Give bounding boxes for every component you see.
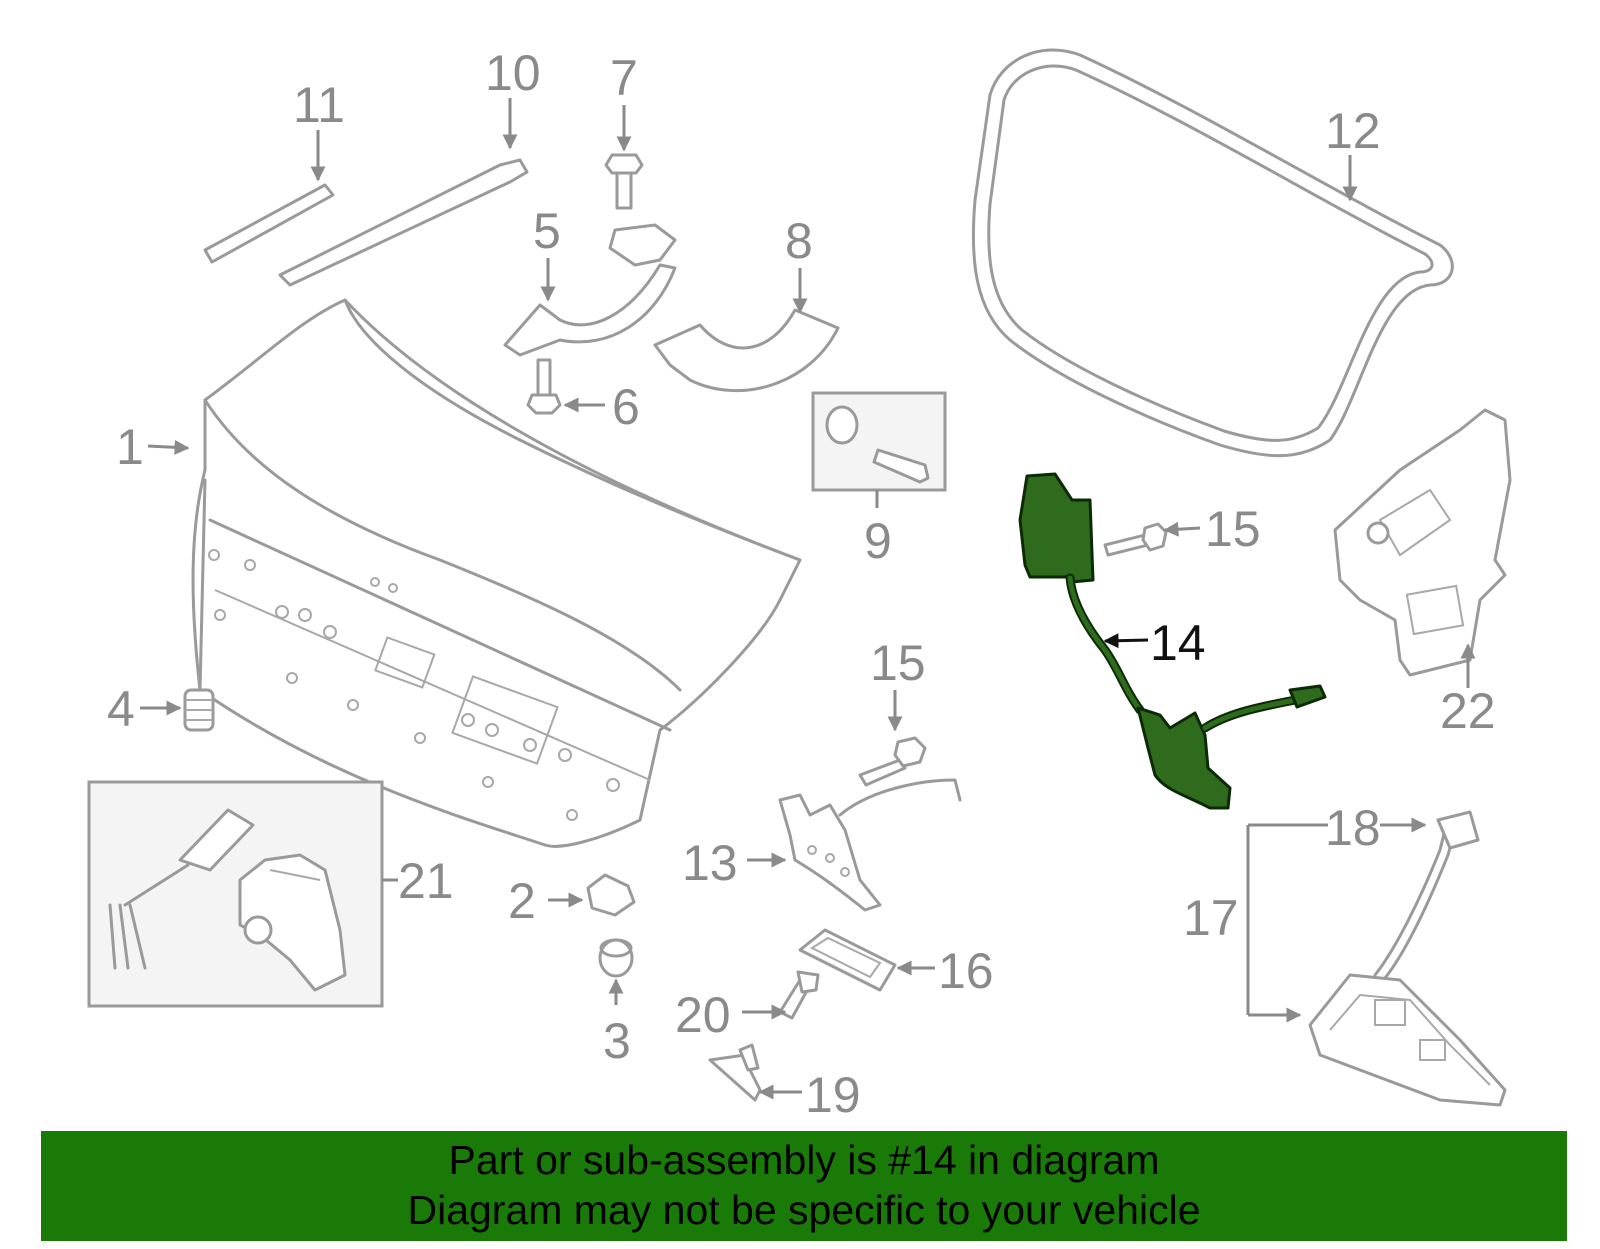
info-banner: Part or sub-assembly is #14 in diagram D… (41, 1131, 1567, 1241)
parts-diagram: 1 2 3 4 5 6 7 8 9 10 11 12 13 14 15 15 1… (87, 45, 1512, 1123)
bumper-part-4 (183, 688, 215, 732)
callout-6: 6 (612, 379, 640, 435)
clip-part-19 (708, 1043, 762, 1102)
hinge-cover-part-8 (653, 308, 840, 393)
callout-4: 4 (107, 681, 135, 737)
callout-10: 10 (485, 45, 541, 101)
latch-part-22 (1333, 408, 1512, 677)
callout-2: 2 (508, 873, 536, 929)
bolt-part-15-upper (1103, 522, 1168, 557)
plug-part-3 (598, 938, 634, 978)
callout-18: 18 (1325, 800, 1381, 856)
callout-16: 16 (938, 943, 994, 999)
callout-13: 13 (682, 835, 738, 891)
screw-part-20 (778, 970, 820, 1020)
bolt-part-7 (604, 153, 644, 210)
switch-assembly-part-17 (1308, 973, 1507, 1107)
callout-1: 1 (116, 419, 144, 475)
lift-strut-part-11 (203, 183, 335, 264)
callout-19: 19 (805, 1067, 861, 1123)
callout-15-lower: 15 (870, 635, 926, 691)
handle-part-16 (798, 928, 897, 992)
bumper-part-2 (586, 873, 636, 917)
callout-15-upper: 15 (1205, 501, 1261, 557)
callout-9: 9 (864, 513, 892, 569)
callout-12: 12 (1325, 103, 1381, 159)
callout-22: 22 (1440, 683, 1496, 739)
callout-3: 3 (603, 1013, 631, 1069)
callout-labels: 1 2 3 4 5 6 7 8 9 10 11 12 13 14 15 15 1… (107, 45, 1496, 1123)
wire-harness-part-18 (1373, 810, 1480, 980)
callout-17: 17 (1183, 890, 1239, 946)
bolt-part-6 (526, 358, 562, 415)
leader-lines (140, 98, 1476, 1100)
callout-8: 8 (785, 213, 813, 269)
banner-line-1: Part or sub-assembly is #14 in diagram (448, 1137, 1160, 1183)
callout-21: 21 (398, 853, 454, 909)
hinge-part-5 (503, 223, 677, 357)
fastener-kit-part-9 (811, 391, 947, 492)
callout-5: 5 (533, 203, 561, 259)
bolt-part-15-lower (858, 736, 927, 787)
banner-line-2: Diagram may not be specific to your vehi… (407, 1187, 1201, 1233)
callout-14: 14 (1150, 615, 1206, 671)
callout-11: 11 (293, 77, 345, 133)
lock-kit-part-21 (87, 780, 384, 1008)
bracket-part-13 (778, 778, 962, 912)
callout-20: 20 (675, 987, 731, 1043)
weatherstrip-part-12 (971, 48, 1454, 458)
lift-strut-part-10 (278, 158, 529, 287)
highlighted-part-14 (1018, 472, 1327, 810)
callout-7: 7 (610, 50, 638, 106)
